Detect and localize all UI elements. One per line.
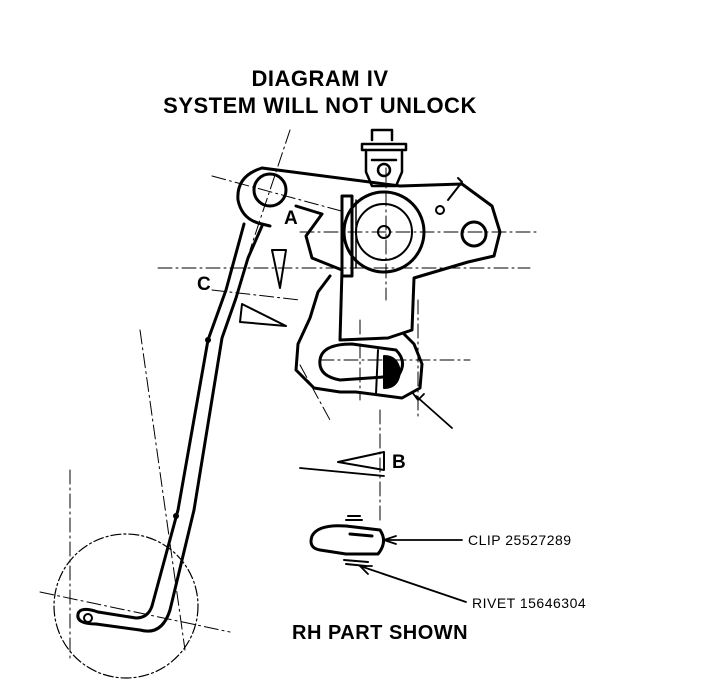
rivet-part [343,515,369,567]
detail-circle [53,533,199,679]
label-b: B [392,452,406,473]
lock-rod [76,222,264,633]
rod-dots [173,337,211,519]
part-shown-caption: RH PART SHOWN [292,622,469,644]
diagram-subtitle: SYSTEM WILL NOT UNLOCK [163,93,477,118]
lock-bracket [236,166,502,400]
centerlines [39,129,541,661]
top-connector [360,128,408,188]
label-a: A [284,208,298,229]
label-c: C [197,274,211,295]
clip-part [309,524,385,556]
upper-pivot [252,172,288,208]
diagram-title: DIAGRAM IV [251,66,389,91]
clip-callout: CLIP 25527289 [468,532,572,548]
leader-lines [299,391,467,603]
lock-cylinder [340,190,426,278]
mount-hole [435,177,488,248]
motion-arrows [239,249,385,471]
rivet-callout: RIVET 15646304 [472,595,587,611]
rivet-location [375,349,401,395]
